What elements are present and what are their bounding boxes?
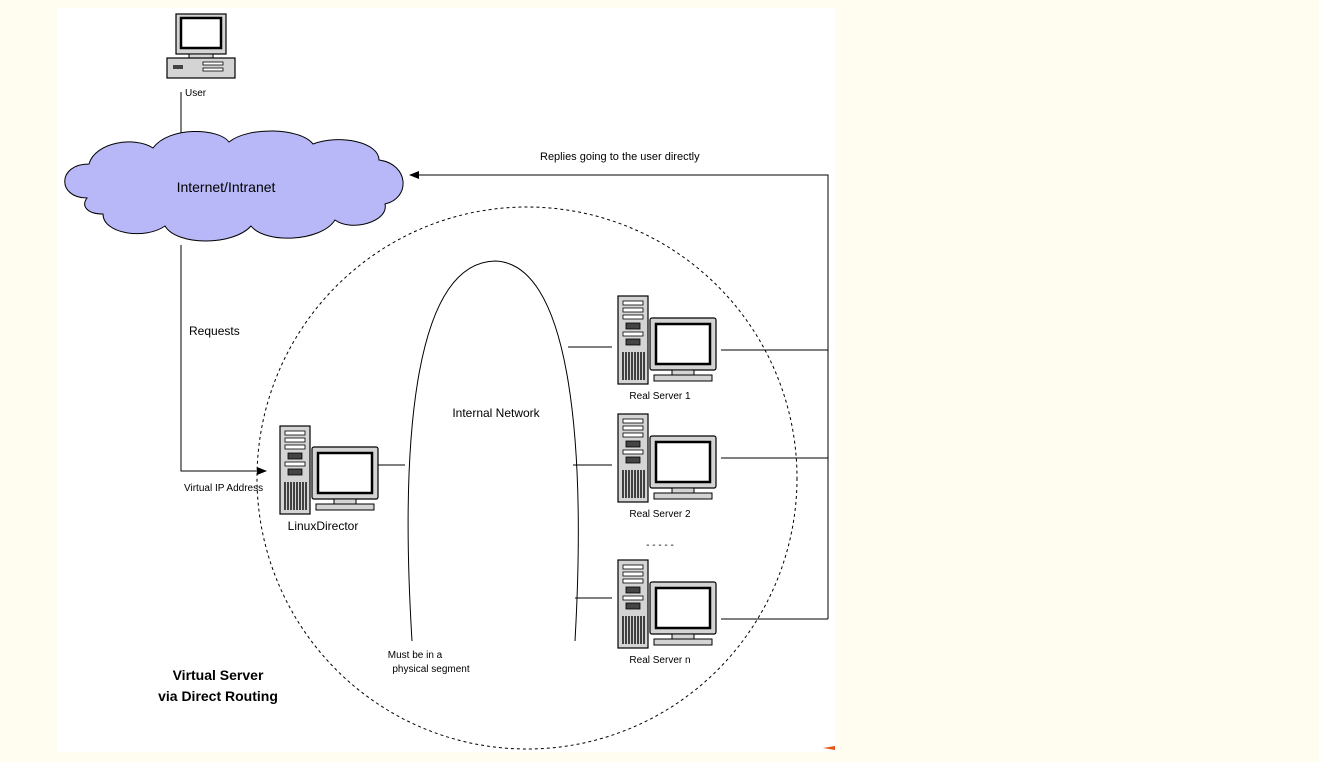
linux-director-icon	[279, 425, 380, 515]
server-ellipsis: - - - - -	[646, 540, 674, 551]
linux-director-label: LinuxDirector	[288, 519, 359, 533]
virtual-ip-label: Virtual IP Address	[184, 483, 263, 494]
virtual-server-boundary	[256, 206, 798, 750]
real-server-n-icon	[617, 559, 718, 649]
internal-network-segment	[407, 260, 579, 642]
internet-label: Internet/Intranet	[177, 179, 276, 195]
requests-arrow	[180, 245, 267, 475]
real-server-1-icon	[617, 295, 718, 385]
real-server-n-label: Real Server n	[629, 655, 690, 666]
real-server-2-icon	[617, 413, 718, 503]
internal-network-label: Internal Network	[452, 406, 540, 420]
requests-label: Requests	[189, 324, 240, 338]
replies-label: Replies going to the user directly	[540, 151, 700, 163]
user-label: User	[185, 88, 207, 99]
diagram-panel: User Internet/Intranet Replies going to …	[57, 8, 835, 752]
diagram-title-line1: Virtual Server	[173, 667, 264, 683]
real-server-1-label: Real Server 1	[629, 391, 691, 402]
corner-accent-mark	[823, 746, 835, 750]
real-server-2-label: Real Server 2	[629, 509, 691, 520]
segment-note-line1: Must be in a	[388, 650, 443, 661]
cloud-icon	[64, 130, 404, 242]
desktop-computer-icon	[166, 13, 236, 79]
replies-arrow	[409, 171, 829, 350]
segment-note-line2: physical segment	[392, 664, 469, 675]
diagram-title-line2: via Direct Routing	[158, 688, 278, 704]
